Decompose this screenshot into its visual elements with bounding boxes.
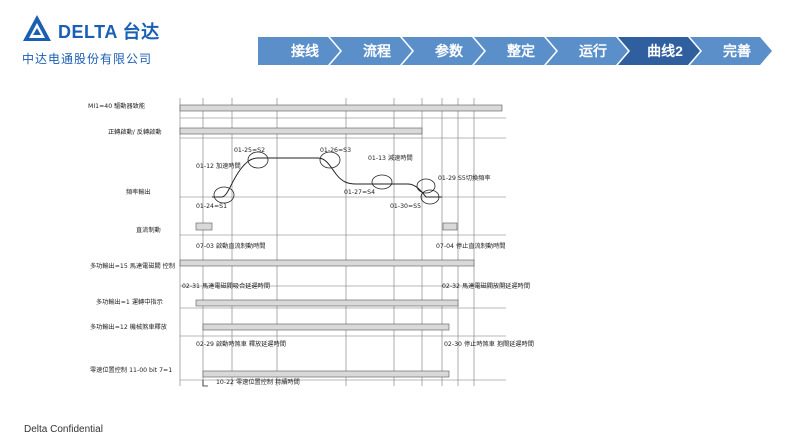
bar-brake-release <box>202 323 450 331</box>
annotation-01-26: 01-26=S3 <box>320 147 351 154</box>
delta-logo: DELTA 台达 中达电通股份有限公司 <box>22 14 172 70</box>
horizontal-gridlines <box>180 117 506 381</box>
chevron-shape <box>690 37 772 65</box>
annotation-07-03: 07-03 啟動直流制動時間 <box>196 242 265 250</box>
step-label: 曲线2 <box>647 43 683 59</box>
marker-s1 <box>213 186 235 204</box>
vertical-gridlines <box>179 98 475 386</box>
tab-step-curve-2[interactable]: 曲线2 <box>618 37 700 65</box>
annotation-02-31: 02-31 馬達電磁閥吸合延遲時間 <box>182 282 270 290</box>
chevron-shape <box>546 37 628 65</box>
row-label-run-command: 正轉啟動/ 反轉啟動 <box>108 128 162 136</box>
company-name: 中达电通股份有限公司 <box>22 52 153 66</box>
step-label: 参数 <box>435 43 463 59</box>
bar-zero-speed <box>202 370 450 378</box>
row-label-freq-output: 頻率輸出 <box>126 188 151 196</box>
tab-step-wiring[interactable]: 接线 <box>258 37 340 65</box>
row-label-zero-speed: 零速位置控制 11-00 bit 7=1 <box>90 366 172 374</box>
annotation-01-13: 01-13 減速時間 <box>368 154 413 162</box>
frequency-curve <box>212 157 442 198</box>
annotation-10-22: 10-22 零速位置控制 持續時間 <box>216 378 300 386</box>
step-label: 流程 <box>363 43 391 59</box>
chevron-shape <box>258 37 340 65</box>
row-label-valve-control: 多功輸出=15 馬達電磁閥 控制 <box>90 262 175 270</box>
bar-run-command <box>179 127 423 135</box>
annotation-01-27: 01-27=S4 <box>344 189 375 196</box>
chevron-shape <box>474 37 556 65</box>
chevron-shape <box>330 37 412 65</box>
marker-s3 <box>319 151 341 169</box>
footer-confidential: Delta Confidential <box>24 424 103 435</box>
tab-step-flow[interactable]: 流程 <box>330 37 412 65</box>
delta-triangle-icon <box>23 15 51 41</box>
annotation-01-29: 01-29 S5切換頻率 <box>438 174 491 182</box>
row-label-brake-release: 多功輸出=12 機械煞車釋放 <box>90 323 167 331</box>
annotation-01-24: 01-24=S1 <box>196 203 227 210</box>
marker-s5-switch <box>416 178 436 194</box>
tab-step-parameters[interactable]: 参数 <box>402 37 484 65</box>
annotation-02-29: 02-29 啟動時煞車 釋放延遲時間 <box>196 340 286 348</box>
row-label-dc-brake: 直流制動 <box>136 226 161 234</box>
chevron-shape <box>402 37 484 65</box>
step-label: 运行 <box>579 43 607 59</box>
brand-name: DELTA 台达 <box>58 22 160 42</box>
tab-step-tuning[interactable]: 整定 <box>474 37 556 65</box>
zero-speed-hold-marker <box>202 380 208 387</box>
annotation-01-25: 01-25=S2 <box>234 147 265 154</box>
row-label-enable: MI1=40 驅動器致能 <box>88 102 145 110</box>
row-label-running-indicator: 多功輸出=1 運轉中指示 <box>96 298 163 306</box>
timing-diagram: MI1=40 驅動器致能 正轉啟動/ 反轉啟動 頻率輸出 直流制動 多功輸出=1… <box>88 98 534 387</box>
curve-markers <box>213 151 440 205</box>
marker-s5 <box>420 189 440 205</box>
bar-dc-brake-stop <box>442 222 458 231</box>
tab-step-run[interactable]: 运行 <box>546 37 628 65</box>
annotation-01-30: 01-30=S5 <box>390 203 421 210</box>
annotation-07-04: 07-04 停止直流制動時間 <box>436 242 505 250</box>
bar-valve-control <box>179 259 475 267</box>
signal-bars <box>179 104 503 378</box>
tab-step-improve[interactable]: 完善 <box>690 37 772 65</box>
step-label: 完善 <box>723 43 751 59</box>
annotation-02-30: 02-30 停止時煞車 抱閘延遲時間 <box>444 340 534 348</box>
marker-s2 <box>247 151 269 169</box>
marker-s4 <box>371 174 393 190</box>
annotation-02-32: 02-32 馬達電磁閥放開延遲時間 <box>442 282 530 290</box>
bar-running-indicator <box>195 299 459 307</box>
step-label: 整定 <box>507 43 535 59</box>
bar-dc-brake-start <box>195 222 213 231</box>
chevron-shape <box>618 37 700 65</box>
annotation-01-12: 01-12 加速時間 <box>196 162 241 170</box>
step-label: 接线 <box>291 43 319 59</box>
step-navigation: 接线 流程 参数 整定 运行 曲线2 完善 <box>258 37 772 65</box>
bar-enable <box>179 104 503 112</box>
